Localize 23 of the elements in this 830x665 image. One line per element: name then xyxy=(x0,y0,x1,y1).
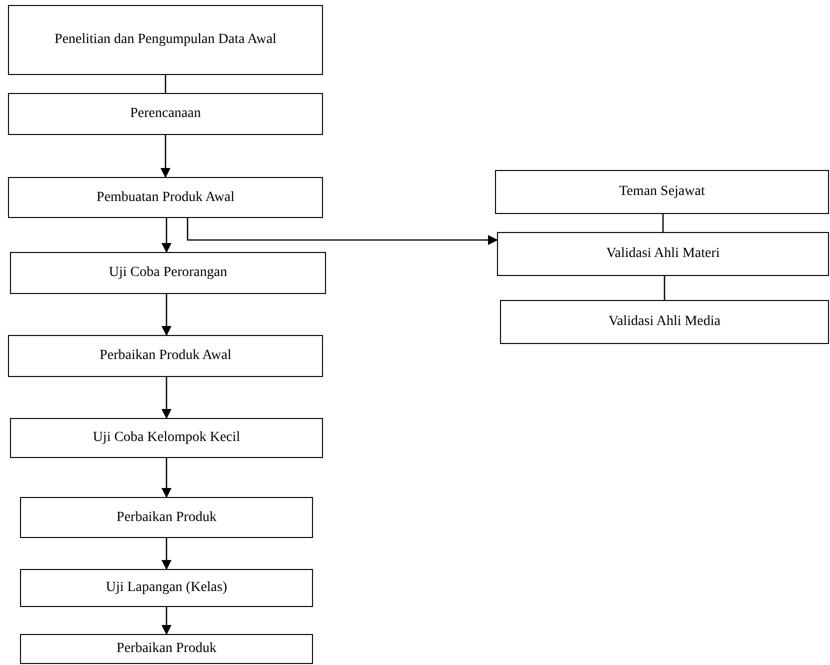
process-box: Perbaikan Produk xyxy=(20,497,313,538)
process-box: Perbaikan Produk xyxy=(20,634,313,664)
process-box: Perencanaan xyxy=(8,93,323,135)
process-box: Teman Sejawat xyxy=(495,170,829,214)
arrow xyxy=(162,607,172,635)
process-box: Validasi Ahli Materi xyxy=(497,232,829,276)
process-box: Uji Coba Kelompok Kecil xyxy=(10,418,323,458)
arrow xyxy=(162,294,172,336)
arrow xyxy=(162,458,172,498)
arrow xyxy=(160,135,170,178)
process-box: Uji Lapangan (Kelas) xyxy=(20,569,313,607)
arrow xyxy=(162,377,172,419)
arrow xyxy=(162,218,172,253)
process-box: Uji Coba Perorangan xyxy=(10,252,326,294)
connector-line xyxy=(662,214,664,232)
arrow xyxy=(162,538,172,570)
process-box: Pembuatan Produk Awal xyxy=(8,177,323,218)
process-box: Validasi Ahli Media xyxy=(500,300,829,344)
process-box: Perbaikan Produk Awal xyxy=(8,335,323,377)
process-box: Penelitian dan Pengumpulan Data Awal xyxy=(8,5,323,75)
connector-line xyxy=(164,75,166,93)
arrow xyxy=(186,218,498,245)
connector-line xyxy=(664,276,666,300)
